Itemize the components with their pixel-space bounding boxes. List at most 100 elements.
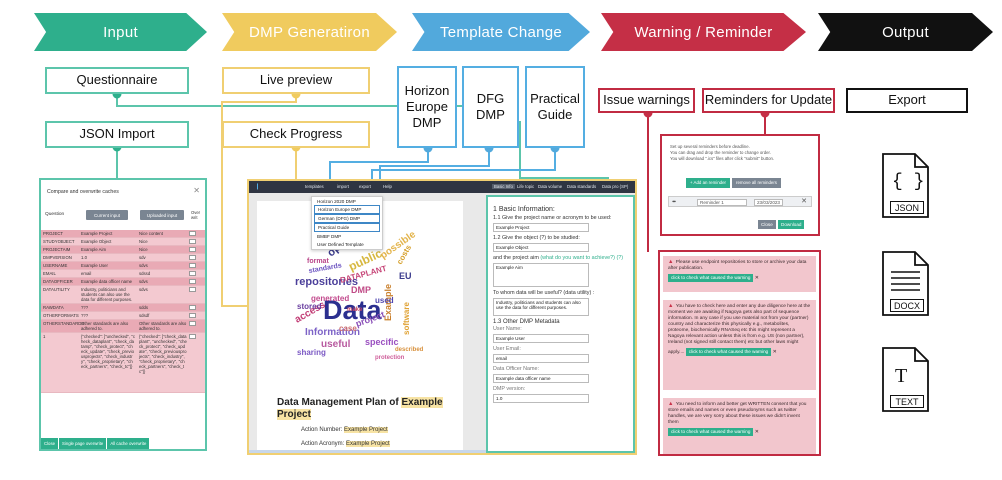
dropdown-item-bmbf[interactable]: BMBF DMP [317, 233, 342, 239]
nav-right-volume[interactable]: Data volume [538, 184, 563, 189]
panel-title: Compare and overwrite caches [47, 189, 119, 195]
nav-right-basic[interactable]: Basic Info [492, 184, 515, 189]
version-field[interactable]: 1.0 [493, 394, 589, 403]
nav-export[interactable]: export [359, 184, 371, 189]
dismiss-icon[interactable]: ✕ [772, 350, 777, 355]
close-button[interactable]: Close [41, 438, 58, 449]
svg-text:{ }: { } [892, 172, 924, 192]
text-file-icon: T TEXT [878, 346, 933, 413]
overwrite-checkbox[interactable] [189, 255, 196, 260]
nav-right-standards[interactable]: Data standards [567, 184, 597, 189]
reminder-instructions: Set up several reminders before deadline… [670, 144, 775, 161]
text-label: TEXT [890, 395, 924, 408]
overwrite-checkbox[interactable] [189, 313, 196, 318]
reminder-date-field[interactable]: 23/03/2023 [754, 199, 783, 206]
form-heading: 1 Basic Information: [493, 206, 555, 213]
all-cache-overwrite-button[interactable]: All cache overwrite [107, 438, 150, 449]
template-dropdown: Horizon 2020 DMP Horizon Europe DMP Germ… [311, 196, 383, 250]
reminder-name-field[interactable]: Reminder 1 [697, 199, 747, 206]
json-file-icon: { } JSON [878, 152, 933, 219]
nav-right-pro[interactable]: Data pro (SP) [602, 184, 629, 189]
wordcloud-word: protection [375, 355, 405, 361]
wordcloud-word: used [375, 296, 394, 305]
wordcloud-word: EU [399, 271, 412, 281]
dfg-dmp-box: DFG DMP [462, 66, 519, 148]
close-reminder-button[interactable]: Close [758, 220, 776, 229]
overwrite-checkbox[interactable] [189, 271, 196, 276]
download-reminder-button[interactable]: Download [778, 220, 805, 229]
wordcloud-word: generated [311, 294, 349, 303]
drag-handle-icon[interactable]: ⬌ [672, 199, 677, 205]
overwrite-checkbox[interactable] [189, 321, 196, 326]
user-name-field[interactable]: Example User [493, 334, 589, 343]
user-email-field[interactable]: email [493, 354, 589, 363]
aim-field[interactable]: Example Aim [493, 263, 589, 287]
json-label: JSON [890, 201, 924, 214]
nav-right-life[interactable]: Life topic [517, 184, 535, 189]
overwrite-checkbox[interactable] [189, 305, 196, 310]
docx-label: DOCX [890, 299, 924, 312]
overwrite-checkbox[interactable] [189, 263, 196, 268]
action-acronym: Action Acronym: Example Project [301, 441, 390, 447]
check-warning-button[interactable]: click to check what caused the warning [668, 274, 754, 282]
wordcloud-word: Example [383, 284, 393, 321]
overwrite-checkbox[interactable] [189, 247, 196, 252]
dropdown-item-user-defined[interactable]: User Defined Template [317, 241, 364, 247]
nav-help[interactable]: Help [383, 184, 392, 189]
overwrite-checkbox[interactable] [189, 334, 196, 339]
remove-reminders-button[interactable]: remove all reminders [732, 178, 781, 188]
nav-templates[interactable]: templates [305, 184, 324, 189]
panel-footer: Close Single page overwrite All cache ov… [41, 438, 205, 449]
reminders-box: Reminders for Update [702, 88, 835, 113]
live-preview-box: Live preview [222, 67, 370, 94]
dropdown-item-dfg[interactable]: German (DFG) DMP [314, 214, 380, 224]
project-name-field[interactable]: Example Project [493, 223, 589, 232]
label-user-email: User Email: [493, 346, 521, 352]
wordcloud-word: case [339, 324, 357, 333]
wordcloud-word: useful [321, 339, 351, 350]
check-warning-button[interactable]: click to check what caused the warning [685, 348, 772, 356]
dismiss-icon[interactable]: ✕ [754, 276, 759, 281]
add-reminder-button[interactable]: + Add an reminder [686, 178, 731, 188]
reminder-panel: Set up several reminders before deadline… [660, 134, 820, 236]
overwrite-checkbox[interactable] [189, 231, 196, 236]
stage-output: Output [818, 13, 993, 51]
overwrite-checkbox[interactable] [189, 287, 196, 292]
wordcloud-word: specific [365, 337, 399, 347]
table-row: RAWDATA???sdds [41, 304, 205, 312]
warning-icon: ▲ [668, 259, 674, 265]
overwrite-checkbox[interactable] [189, 239, 196, 244]
table-row: 1{"checked": ["unchecked", "check_datapl… [41, 333, 205, 393]
warning-item: ▲ You need to inform and better get WRIT… [663, 398, 816, 454]
close-icon[interactable]: ✕ [193, 186, 200, 195]
dropdown-item-horizon-2020[interactable]: Horizon 2020 DMP [317, 198, 356, 204]
delete-reminder-icon[interactable]: ✕ [801, 198, 807, 205]
utility-field[interactable]: Industry, politicians and students can a… [493, 298, 589, 316]
single-page-overwrite-button[interactable]: Single page overwrite [59, 438, 107, 449]
reminder-row[interactable]: ⬌ Reminder 1 23/03/2023 ✕ [668, 196, 812, 207]
wordcloud-word: Data [323, 295, 383, 325]
wordcloud-word: make [347, 307, 363, 313]
overwrite-checkbox[interactable] [189, 279, 196, 284]
preview-scrollbar[interactable] [249, 450, 486, 453]
current-input-button[interactable]: Current input [86, 210, 128, 220]
dropdown-item-practical-guide[interactable]: Practical Guide [314, 223, 380, 233]
officer-field[interactable]: Example data officer name [493, 374, 589, 383]
q-aim: and the project aim (what do you want to… [493, 255, 624, 261]
object-field[interactable]: Example Object [493, 243, 589, 252]
check-warning-button[interactable]: click to check what caused the warning [668, 428, 754, 436]
uploaded-input-button[interactable]: Uploaded input [140, 210, 184, 220]
nav-import[interactable]: import [337, 184, 349, 189]
wordcloud-word: described [395, 347, 424, 353]
dropdown-item-horizon-europe[interactable]: Horizon Europe DMP [314, 205, 380, 215]
wordcloud-word: repositories [295, 276, 358, 288]
q-utility: To whom data will be useful? (data utili… [493, 290, 595, 296]
word-cloud: Data repositories Information Example pu… [293, 229, 424, 361]
wordcloud-word: sharing [297, 348, 326, 357]
dismiss-icon[interactable]: ✕ [754, 430, 759, 435]
table-row: OTHERFORMATS???sdsdf [41, 312, 205, 320]
